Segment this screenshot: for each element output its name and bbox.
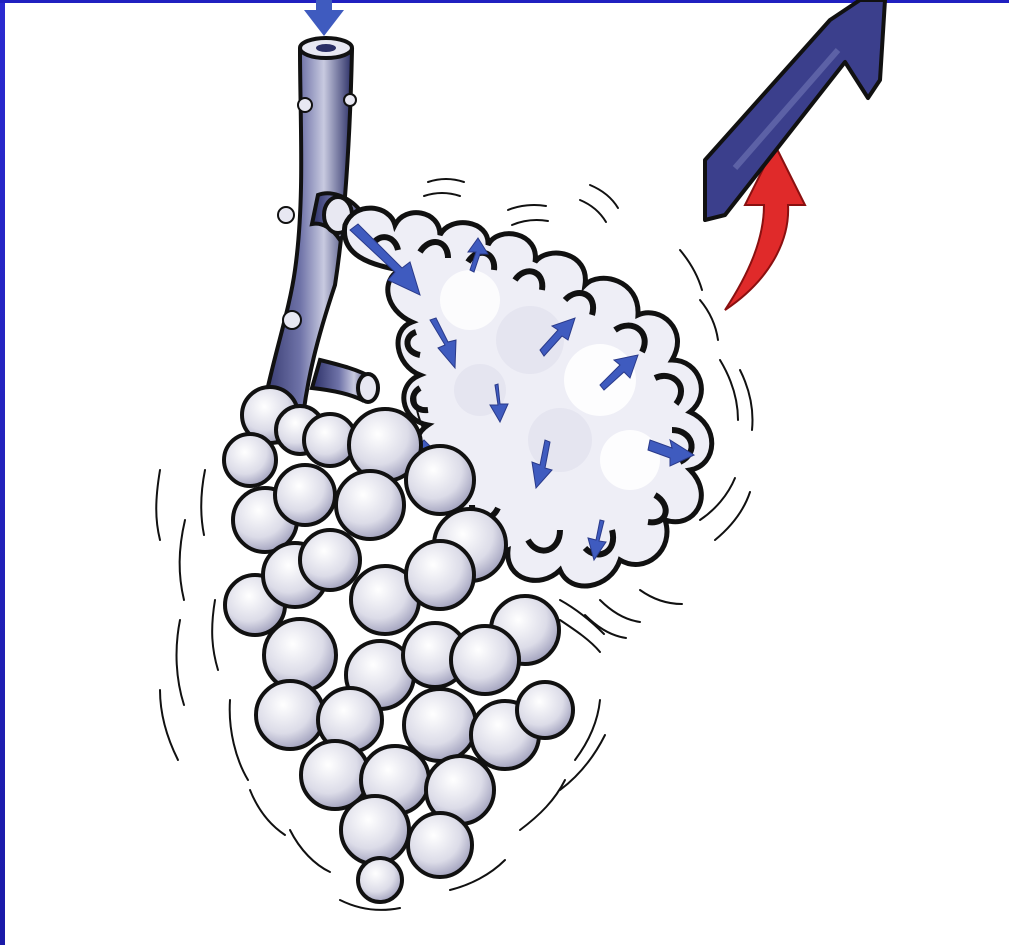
alveolus: [358, 858, 402, 902]
alveolar-sac-cutaway: [344, 208, 711, 586]
alveolus: [406, 541, 474, 609]
arrow-down-icon: [304, 0, 344, 36]
alveolus: [341, 796, 409, 864]
alveolus: [406, 446, 474, 514]
alveolus: [336, 471, 404, 539]
alveolus: [300, 530, 360, 590]
alveolus: [256, 681, 324, 749]
alveolus: [451, 626, 519, 694]
alveolus: [224, 434, 276, 486]
alveolus: [264, 619, 336, 691]
alveolus: [275, 465, 335, 525]
alveolus: [517, 682, 573, 738]
alveolus: [408, 813, 472, 877]
